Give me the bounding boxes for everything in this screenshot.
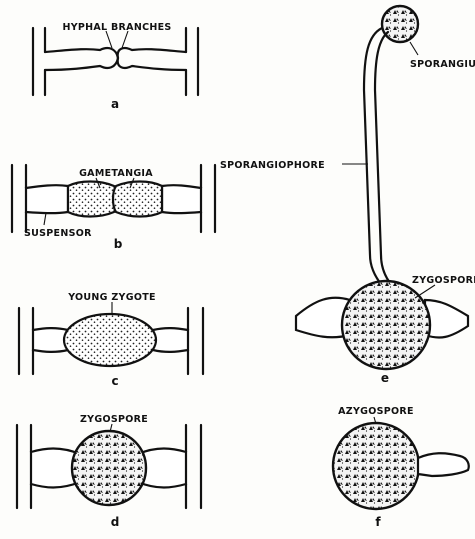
- panel-letter-c: c: [111, 374, 118, 388]
- zygospore-d: [72, 431, 146, 505]
- panel-letter-b: b: [114, 237, 123, 251]
- pointer-hyphal-branches: [106, 31, 128, 48]
- panel-letter-d: d: [111, 515, 120, 529]
- sporangiophore-edge-right: [375, 32, 396, 290]
- suspensor-left: [33, 328, 68, 352]
- suspensor-right: [162, 185, 201, 213]
- sporangium: [382, 6, 418, 42]
- panel-letter-e: e: [381, 371, 389, 385]
- label-sporangiophore: SPORANGIOPHORE: [220, 160, 325, 171]
- suspensor-stalk: [418, 453, 469, 476]
- suspensor-right: [425, 300, 468, 338]
- panel-f: AZYGOSPORE f: [333, 406, 469, 529]
- label-azygospore: AZYGOSPORE: [338, 406, 414, 417]
- suspensor-right: [153, 328, 188, 352]
- label-gametangia: GAMETANGIA: [79, 168, 153, 179]
- panel-d: ZYGOSPORE d: [17, 414, 201, 529]
- pointer-suspensor: [44, 213, 46, 225]
- label-suspensor: SUSPENSOR: [24, 228, 92, 239]
- panel-a: HYPHAL BRANCHES a: [33, 22, 198, 111]
- suspensor-left: [26, 185, 68, 213]
- label-hyphal-branches: HYPHAL BRANCHES: [62, 22, 171, 33]
- panel-letter-a: a: [111, 97, 119, 111]
- panel-c: YOUNG ZYGOTE c: [19, 292, 203, 388]
- gametangium-left: [68, 182, 117, 217]
- hyphal-branch-right: [118, 48, 186, 70]
- label-young-zygote: YOUNG ZYGOTE: [67, 292, 156, 303]
- young-zygote: [64, 314, 156, 366]
- azygospore: [333, 423, 419, 509]
- label-zygospore-d: ZYGOSPORE: [80, 414, 148, 425]
- hyphal-branch-left: [45, 48, 118, 70]
- pointer-zygospore-e: [415, 285, 435, 298]
- pointer-sporangium: [410, 42, 418, 55]
- zygospore-e: [342, 281, 430, 369]
- panel-letter-f: f: [375, 515, 381, 529]
- gametangium-right: [113, 182, 162, 217]
- label-sporangium: SPORANGIUM: [410, 59, 475, 70]
- panel-b: GAMETANGIA SUSPENSOR b: [12, 165, 215, 251]
- panel-e: SPORANGIUM SPORANGIOPHORE ZYGOSPORE e: [220, 6, 475, 385]
- label-zygospore-e: ZYGOSPORE: [412, 275, 475, 286]
